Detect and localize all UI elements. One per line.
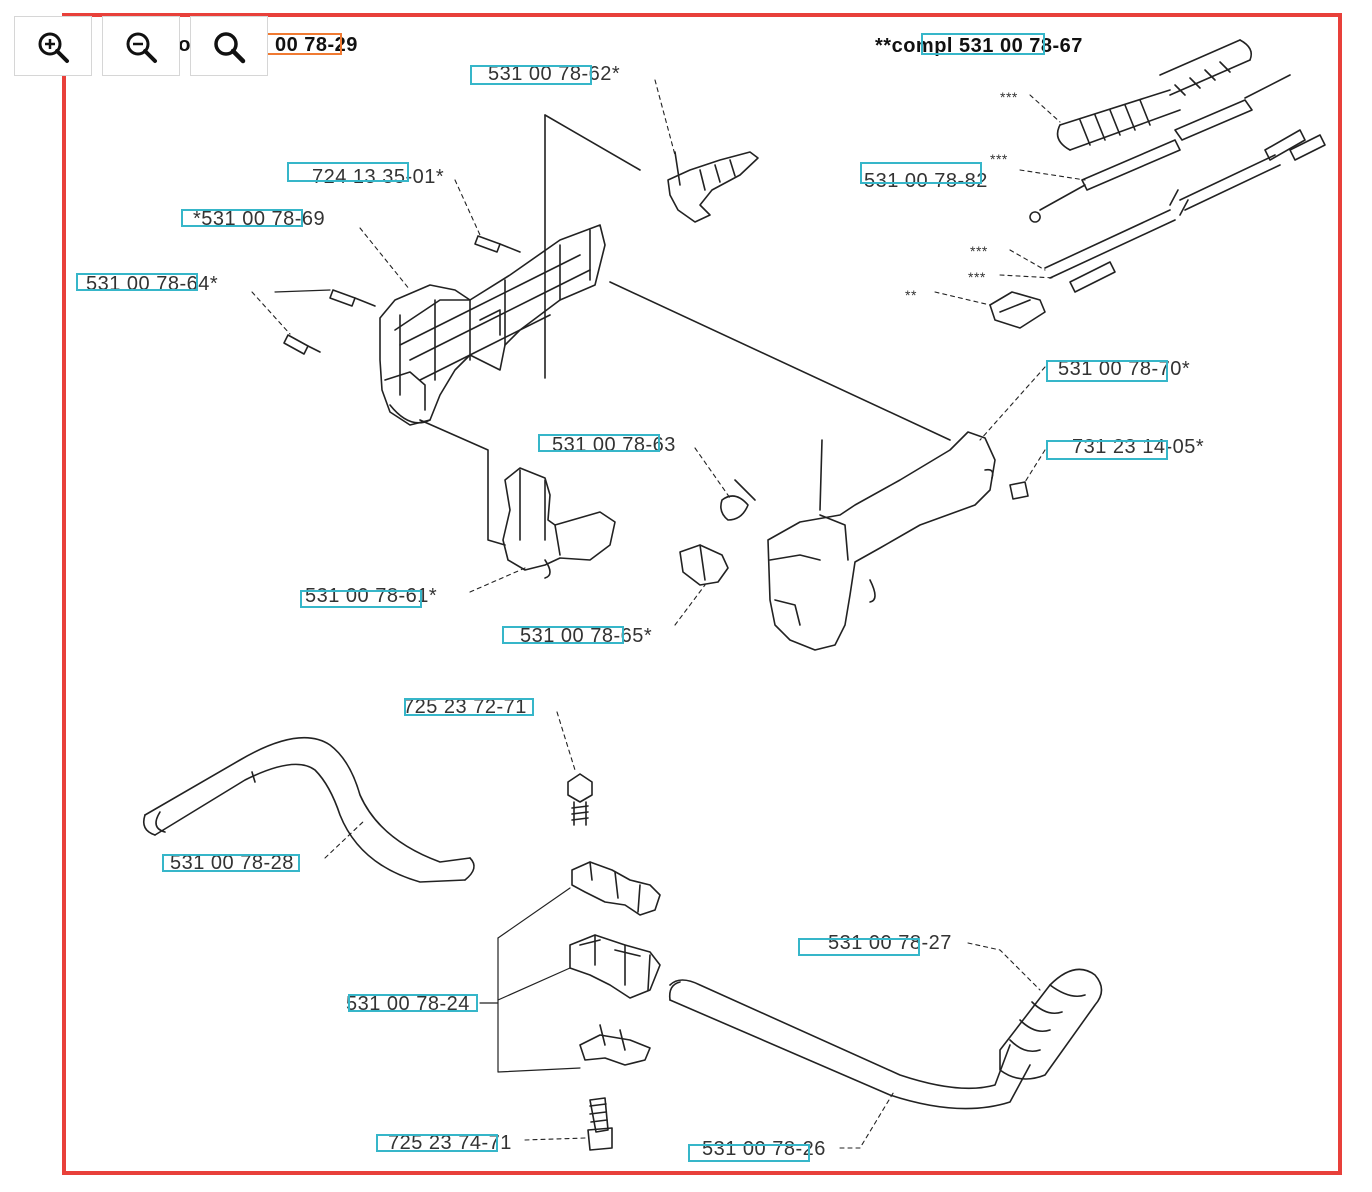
throttle-trigger <box>667 151 759 223</box>
zoom-in-icon <box>38 32 69 63</box>
part-label-05[interactable]: 731 23 14-05* <box>1072 436 1205 458</box>
clamp-upper <box>571 861 661 916</box>
search-icon <box>214 32 246 64</box>
compl-label-67: **compl 531 00 78-67 <box>875 35 1083 57</box>
screw-mid <box>329 289 376 307</box>
grip-27 <box>999 968 1103 1080</box>
part-label-01[interactable]: 724 13 35-01* <box>312 166 445 188</box>
zoom-toolbar <box>14 16 268 78</box>
star-marker: ** <box>905 287 917 303</box>
zoom-reset-button[interactable] <box>190 16 268 76</box>
handle-bar-28 <box>142 736 475 883</box>
bolt-71b <box>587 1097 613 1151</box>
part-label-61[interactable]: 531 00 78-61* <box>305 585 438 607</box>
screw-lower <box>283 334 321 355</box>
clamp-lower <box>579 1024 651 1066</box>
zoom-out-icon <box>126 32 157 63</box>
star-marker: *** <box>970 243 988 259</box>
diagram-frame <box>62 13 1342 1175</box>
part-label-26[interactable]: 531 00 78-26 <box>702 1138 826 1160</box>
part-label-82[interactable]: 531 00 78-82 <box>864 170 988 192</box>
part-label-70[interactable]: 531 00 78-70* <box>1058 358 1191 380</box>
part-label-71b[interactable]: 725 23 74-71 <box>388 1132 512 1154</box>
star-marker: *** <box>990 151 1008 167</box>
zoom-in-button[interactable] <box>14 16 92 76</box>
star-marker: *** <box>968 269 986 285</box>
lower-housing <box>767 431 996 651</box>
zoom-out-button[interactable] <box>102 16 180 76</box>
handle-housing <box>379 224 606 426</box>
part-label-64[interactable]: 531 00 78-64* <box>86 273 219 295</box>
part-label-28[interactable]: 531 00 78-28 <box>170 852 294 874</box>
screw-upper <box>474 235 521 253</box>
part-label-69[interactable]: *531 00 78-69 <box>193 208 326 230</box>
clip-part-61 <box>502 467 616 579</box>
switch-part <box>989 291 1046 329</box>
nut-part-05 <box>1009 481 1029 500</box>
part-label-24[interactable]: 531 00 78-24 <box>346 993 470 1015</box>
handle-bar-26 <box>668 979 1031 1110</box>
part-label-62[interactable]: 531 00 78-62* <box>488 63 621 85</box>
part-label-63[interactable]: 531 00 78-63 <box>552 434 676 456</box>
part-label-71a[interactable]: 725 23 72-71 <box>403 696 527 718</box>
bolt-71a <box>567 773 593 826</box>
clamp-middle <box>569 934 661 999</box>
star-marker: *** <box>1000 89 1018 105</box>
round-part-63 <box>720 479 756 521</box>
part-label-27[interactable]: 531 00 78-27 <box>828 932 952 954</box>
part-label-65[interactable]: 531 00 78-65* <box>520 625 653 647</box>
cable-assembly <box>1029 39 1326 293</box>
assembly-line <box>609 281 951 441</box>
button-part-65 <box>679 544 729 586</box>
